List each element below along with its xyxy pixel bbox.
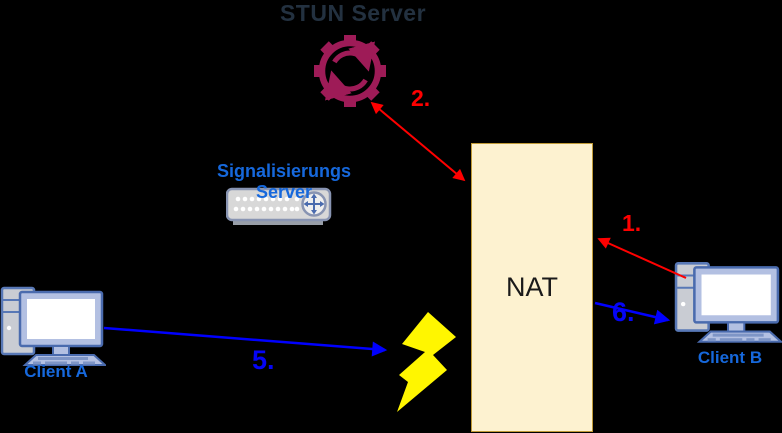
desktop-computer-icon <box>0 286 106 366</box>
keyboard-keys <box>33 357 95 365</box>
computer-screen <box>27 299 95 339</box>
gear-sync-icon <box>314 35 386 107</box>
step-2-label: 2. <box>411 85 431 111</box>
nat-label: NAT <box>506 272 558 302</box>
sync-arrow-top <box>332 41 375 72</box>
step-1-label: 1. <box>622 210 642 236</box>
step-6-label: 6. <box>612 297 635 327</box>
desktop-computer-icon <box>674 262 782 343</box>
client-b-label: Client B <box>697 348 763 367</box>
lightning-bolt-icon <box>397 312 456 412</box>
server-ports <box>233 196 300 212</box>
keyboard-keys <box>707 333 771 342</box>
monitor-stand <box>52 345 70 356</box>
arrow-step-1 <box>597 237 687 279</box>
nat-box: NAT <box>471 143 593 432</box>
diagram-title: STUN Server <box>279 0 427 26</box>
monitor-stand <box>726 321 746 333</box>
step-5-label: 5. <box>252 345 275 375</box>
rack-server-icon <box>226 187 332 225</box>
client-a-label: Client A <box>24 362 88 381</box>
arrow-step-5 <box>103 326 388 357</box>
router-cross-arrows <box>303 193 325 215</box>
sync-arrow-bottom <box>325 70 368 101</box>
signaling-server-label: Signalisierungs Server <box>216 161 352 202</box>
computer-screen <box>701 274 771 316</box>
